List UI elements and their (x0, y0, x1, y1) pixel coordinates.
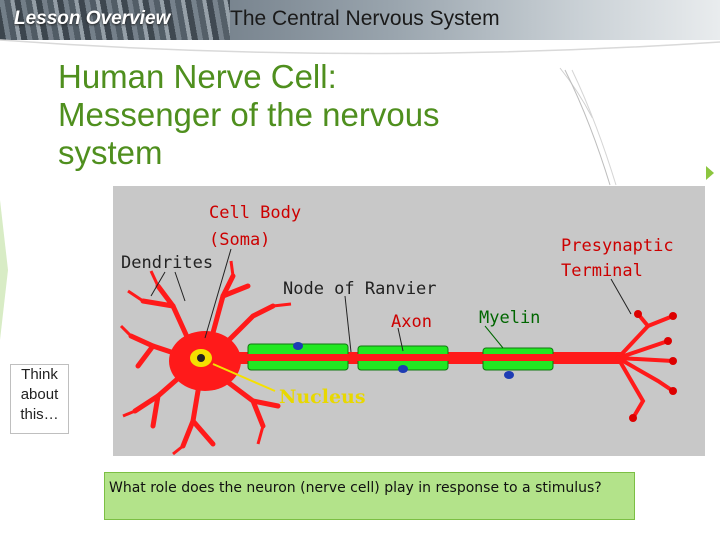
left-accent (0, 200, 8, 340)
slide-title: Human Nerve Cell: Messenger of the nervo… (58, 58, 518, 172)
title-line-1: Human Nerve Cell: (58, 58, 337, 95)
label-terminal: Terminal (561, 261, 643, 281)
label-dendrites: Dendrites (121, 253, 214, 273)
think-about-this-box: Think about this… (10, 364, 69, 434)
question-box: What role does the neuron (nerve cell) p… (104, 472, 635, 520)
think-line-3: this… (20, 406, 59, 423)
decorative-swoosh (0, 39, 720, 118)
header-photo (0, 0, 230, 40)
lesson-header: Lesson Overview The Central Nervous Syst… (0, 0, 720, 40)
label-presynaptic: Presynaptic (561, 236, 674, 256)
neuron-diagram: Cell Body (Soma) Dendrites Node of Ranvi… (113, 186, 705, 456)
label-myelin: Myelin (479, 308, 541, 328)
lesson-label: Lesson Overview (14, 8, 171, 29)
slide-arrow-icon (706, 166, 714, 180)
decorative-lines (564, 69, 617, 186)
label-node-of-ranvier: Node of Ranvier (283, 279, 437, 299)
title-line-2: Messenger of the nervous (58, 96, 440, 133)
topic-title: The Central Nervous System (230, 7, 500, 30)
question-text: What role does the neuron (nerve cell) p… (109, 480, 602, 496)
neuron-illustration (119, 248, 677, 456)
title-line-3: system (58, 134, 163, 171)
label-soma: (Soma) (209, 230, 271, 250)
label-cell-body: Cell Body (209, 203, 302, 223)
label-nucleus: Nucleus (279, 386, 366, 408)
label-axon: Axon (391, 312, 432, 332)
think-line-2: about (20, 386, 59, 403)
think-line-1: Think (21, 366, 58, 383)
